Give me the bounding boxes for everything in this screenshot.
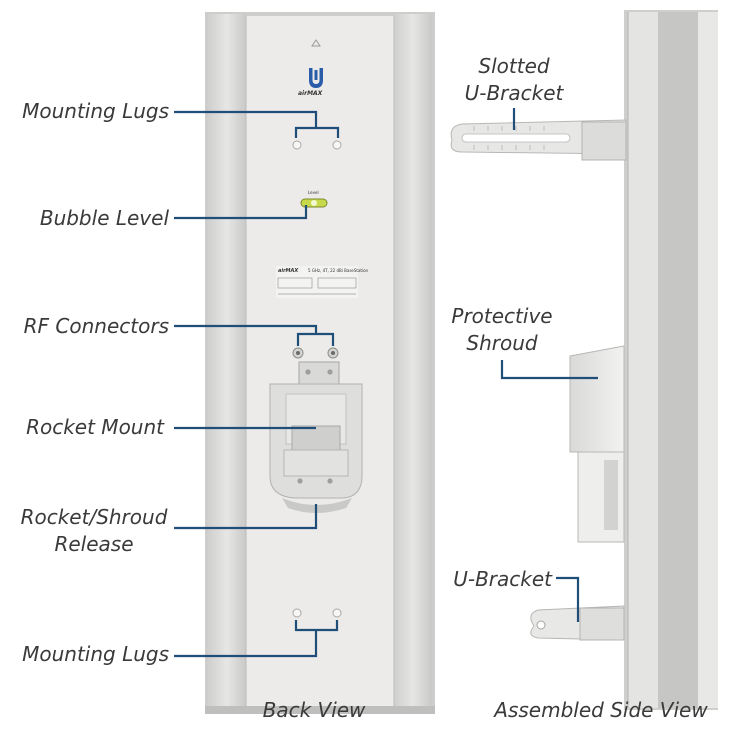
leader-u-bracket [556, 576, 580, 622]
label-rocket-release-line1: Rocket/Shroud [20, 505, 168, 529]
label-u-bracket: U-Bracket [453, 567, 552, 591]
rocket-mount-bracket [269, 361, 363, 513]
plate-model-badge: airMAX [278, 268, 299, 274]
label-bubble-level: Bubble Level [39, 206, 169, 230]
label-mounting-lugs-bottom: Mounting Lugs [22, 642, 169, 666]
slotted-u-bracket [450, 119, 627, 161]
leader-mounting-lugs-bottom [174, 630, 318, 658]
leader-rf-connectors [174, 324, 318, 334]
rf-connector-group [292, 347, 339, 359]
leader-lines [174, 108, 598, 658]
arrow-up-icon [311, 39, 321, 47]
caption-side-view: Assembled Side View [494, 698, 708, 722]
lug-hole [332, 140, 342, 150]
leader-rocket-release [174, 504, 318, 530]
caption-back-view: Back View [262, 698, 366, 722]
ubiquiti-logo-icon [309, 68, 323, 88]
lug-hole [292, 608, 302, 618]
label-rf-connectors: RF Connectors [23, 314, 169, 338]
leader-mounting-lugs-top [174, 110, 318, 128]
u-bracket [530, 605, 625, 641]
label-slotted-line1: Slotted [478, 54, 550, 78]
bubble-level-icon [300, 198, 328, 208]
protective-shroud [569, 345, 625, 543]
lug-hole [292, 140, 302, 150]
label-slotted-line2: U-Bracket [464, 81, 564, 105]
label-mounting-lugs-top: Mounting Lugs [22, 99, 169, 123]
label-shroud-line2: Shroud [466, 331, 538, 355]
label-rocket-mount: Rocket Mount [26, 415, 164, 439]
spec-label-plate [276, 266, 358, 298]
leader-protective-shroud [500, 360, 598, 380]
label-rocket-release-line2: Release [54, 532, 134, 556]
model-badge: airMAX [298, 90, 323, 97]
spec-text: 5 GHz, 4T, 22 dBi BaseStation [308, 268, 369, 273]
label-shroud-line1: Protective [451, 304, 553, 328]
leader-bubble-level [174, 205, 308, 220]
level-text: Level [308, 190, 319, 195]
side-view-panel [624, 10, 718, 710]
lug-hole [332, 608, 342, 618]
